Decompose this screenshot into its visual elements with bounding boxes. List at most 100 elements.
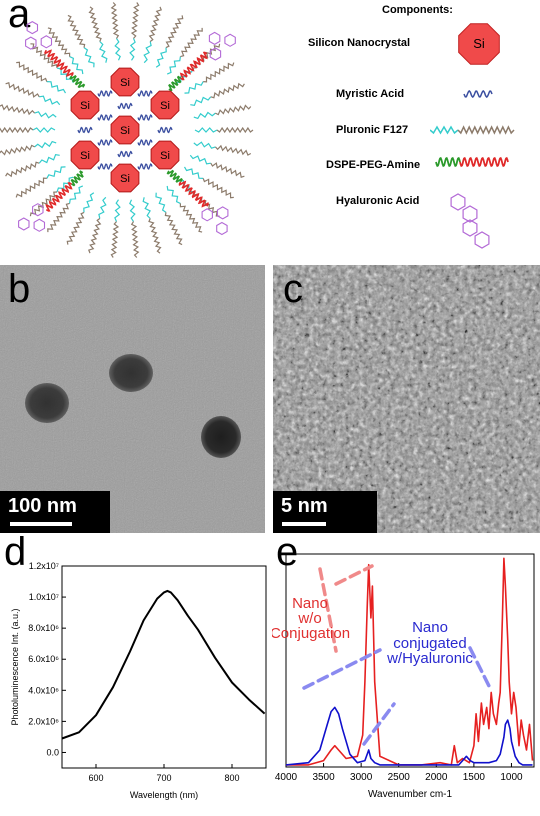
pluronic-f127-icon bbox=[430, 125, 459, 135]
pluronic-head-segment bbox=[69, 185, 84, 204]
pluronic-head-segment bbox=[184, 81, 204, 94]
pluronic-head-segment bbox=[166, 185, 181, 204]
pluronic-tail-segment bbox=[88, 218, 102, 254]
plot-frame bbox=[61, 565, 267, 769]
pluronic-head-segment bbox=[114, 38, 121, 61]
pluronic-tail-segment bbox=[110, 2, 120, 39]
panel-letter-e: e bbox=[276, 530, 299, 574]
annotation-text: Nano bbox=[412, 619, 448, 636]
myristic-acid-segment bbox=[97, 139, 113, 146]
series-line-0 bbox=[286, 557, 534, 766]
dspe-red-segment bbox=[179, 51, 208, 81]
panel-letter-b: b bbox=[8, 267, 31, 311]
component-label-dspe-peg-amine: DSPE-PEG-Amine bbox=[326, 159, 421, 171]
pluronic-head-segment bbox=[32, 127, 56, 133]
pluronic-tail-segment bbox=[148, 218, 162, 254]
pluronic-head-segment bbox=[190, 96, 212, 106]
pluronic-head-segment bbox=[83, 47, 95, 68]
pluronic-tail-segment bbox=[47, 202, 70, 233]
dspe-red-segment bbox=[178, 180, 209, 208]
pluronic-head-segment bbox=[56, 176, 74, 193]
annotation-text: w/Hyaluronic bbox=[386, 650, 473, 667]
pluronic-tail-segment bbox=[202, 178, 234, 199]
legend-si-label: Si bbox=[473, 36, 485, 51]
pluronic-head-segment bbox=[193, 141, 216, 149]
annotation-text: w/o bbox=[297, 610, 321, 627]
y-tick-label: 1.0x10⁷ bbox=[29, 592, 59, 602]
pluronic-head-segment bbox=[99, 41, 108, 63]
pluronic-head-segment bbox=[129, 38, 136, 61]
silicon-nanocrystal bbox=[110, 115, 140, 145]
myristic-acid-segment bbox=[97, 114, 113, 121]
pluronic-tail-segment bbox=[214, 144, 252, 156]
dspe-peg-amine-icon bbox=[435, 156, 461, 168]
pluronic-tail-segment bbox=[164, 212, 183, 246]
myristic-acid-segment bbox=[137, 114, 153, 121]
dspe-green-segment bbox=[168, 75, 182, 92]
pluronic-tail-segment bbox=[165, 15, 184, 49]
pluronic-tail-segment bbox=[130, 2, 140, 39]
silicon-nanocrystal bbox=[150, 140, 180, 170]
y-axis-label: Photoluminescence Int. (a.u.) bbox=[10, 608, 20, 725]
silicon-nanocrystal bbox=[110, 67, 140, 97]
panel-c-tem-image: c 5 nm bbox=[273, 265, 540, 533]
component-label-pluronic-f127: Pluronic F127 bbox=[336, 124, 409, 136]
x-tick-label: 3000 bbox=[350, 772, 373, 783]
pluronic-tail-segment bbox=[110, 221, 120, 258]
scale-bar-line bbox=[282, 522, 326, 526]
components-title: Components: bbox=[382, 4, 453, 16]
y-tick-label: 1.2x10⁷ bbox=[29, 561, 59, 571]
pluronic-head-segment bbox=[155, 47, 167, 68]
pluronic-head-segment bbox=[34, 140, 57, 149]
x-tick-label: 1000 bbox=[500, 772, 523, 783]
component-label-hyaluronic-acid: Hyaluronic Acid bbox=[336, 195, 420, 207]
x-axis-label: Wavelength (nm) bbox=[130, 790, 198, 800]
panel-letter-a: a bbox=[8, 0, 31, 36]
myristic-acid-segment bbox=[117, 150, 133, 158]
si-label: Si bbox=[120, 125, 130, 137]
y-tick-label: 4.0x10⁶ bbox=[28, 685, 59, 695]
hyaluronic-chain bbox=[25, 20, 53, 50]
component-icons: Si bbox=[430, 23, 515, 249]
pluronic-tail-segment bbox=[148, 6, 162, 42]
pluronic-tail-segment bbox=[130, 221, 140, 258]
pluronic-tail-segment bbox=[216, 126, 254, 134]
x-tick-label: 1500 bbox=[463, 772, 486, 783]
panel-letter-c: c bbox=[283, 267, 303, 311]
pluronic-tail-segment bbox=[180, 27, 203, 58]
scale-bar-100nm: 100 nm bbox=[0, 491, 110, 533]
pluronic-head-segment bbox=[166, 56, 181, 75]
silicon-nanocrystal-icon: Si bbox=[458, 23, 500, 65]
scale-bar-label: 100 nm bbox=[8, 495, 77, 517]
annotation-text: conjugated bbox=[393, 635, 466, 652]
myristic-acid-segment bbox=[117, 102, 133, 110]
y-tick-label: 8.0x10⁶ bbox=[28, 623, 59, 633]
pluronic-head-segment bbox=[193, 111, 216, 120]
dspe-red-segment bbox=[44, 49, 74, 77]
x-tick-label: 700 bbox=[156, 773, 171, 783]
blue-guide-dash bbox=[362, 702, 396, 746]
silicon-nanocrystal bbox=[110, 163, 140, 193]
pluronic-head-segment bbox=[46, 81, 67, 94]
pluronic-tail-segment bbox=[67, 14, 86, 48]
si-label: Si bbox=[120, 173, 130, 185]
pluronic-tail-segment bbox=[15, 177, 47, 198]
myristic-acid-segment bbox=[97, 163, 113, 170]
pluronic-head-segment bbox=[142, 197, 151, 219]
silicon-nanocrystal bbox=[150, 90, 180, 120]
x-tick-label: 2000 bbox=[425, 772, 448, 783]
pluronic-tail-segment bbox=[47, 27, 71, 57]
plot-frame bbox=[285, 553, 535, 768]
pluronic-head-segment bbox=[189, 154, 211, 165]
pluronic-tail-segment bbox=[16, 61, 48, 82]
scale-bar-line bbox=[10, 522, 72, 526]
pluronic-head-segment bbox=[98, 196, 107, 219]
pluronic-head-segment bbox=[34, 111, 57, 119]
x-tick-label: 4000 bbox=[275, 772, 298, 783]
pluronic-tail-segment bbox=[210, 82, 245, 99]
myristic-acid-segment bbox=[77, 126, 93, 134]
hyaluronic-acid-icon bbox=[450, 193, 490, 249]
